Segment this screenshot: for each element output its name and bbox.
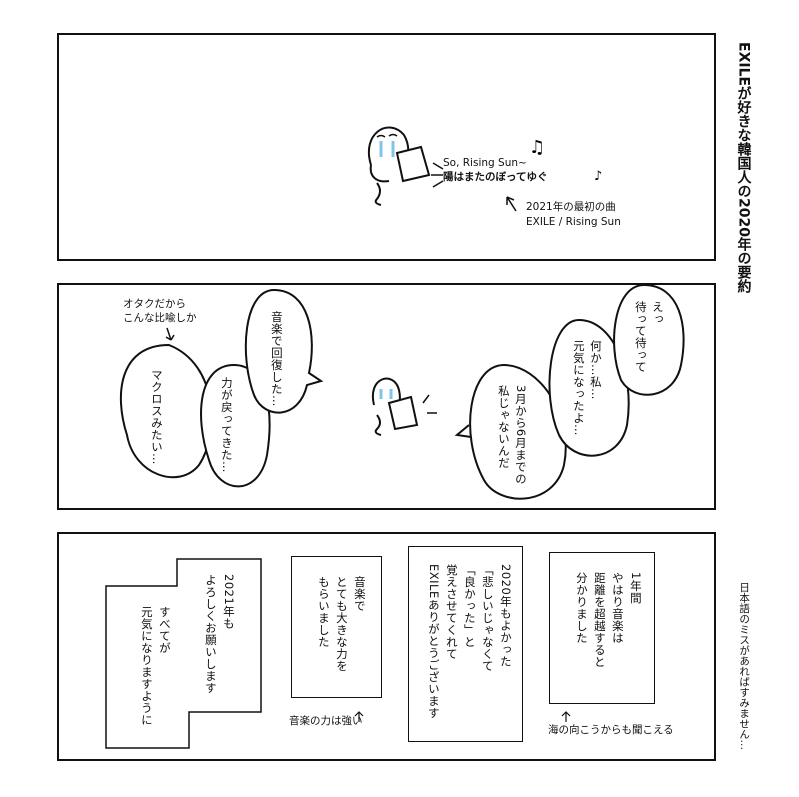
bubble-months-1: 3月から6月までの: [513, 385, 528, 485]
note-line-1: オタクだから: [123, 298, 186, 310]
bubble-power: 力が戻ってきた…: [219, 377, 234, 473]
svg-text:♫: ♫: [529, 137, 545, 158]
box3: [408, 546, 523, 742]
box3-line-2: 「悲しいじゃなくて: [480, 564, 495, 672]
bubble-genki-1: 何か…私…: [588, 340, 603, 400]
caption-line-1: 2021年の最初の曲: [526, 201, 616, 213]
lyric-line-1: So, Rising Sun~: [443, 157, 527, 169]
box2: [291, 556, 382, 698]
footnote: 日本語のミスがあればすみません…: [738, 582, 751, 750]
box1-line-2: よろしくお願いします: [203, 574, 218, 694]
page-title: EXILEが好きな韓国人の2020年の要約: [735, 42, 752, 294]
box1-lower-1: すべてが: [157, 606, 172, 654]
box1-lower-2: 元気になりますように: [139, 606, 154, 726]
box3-line-3: 「良かった」と: [462, 564, 477, 648]
box2-line-3: もらいました: [316, 576, 331, 648]
bubble-wait-2: 待って待って: [633, 301, 648, 373]
box1-line-1: 2021年も: [221, 574, 236, 630]
caption-line-2: EXILE / Rising Sun: [526, 216, 621, 228]
note-line-2: こんな比喩しか: [123, 312, 197, 324]
panel-3: よろしくお願いします 2021年も 元気になりますように すべてが もらいました…: [57, 532, 716, 761]
box4-line-4: 分かりました: [574, 572, 589, 644]
panel-1: ♫ ♪ So, Rising Sun~ 陽はまたのぼってゆぐ 2021年の最初の…: [57, 33, 716, 261]
box4-caption: 海の向こうからも聞こえる: [548, 724, 674, 736]
bubble-recover: 音楽で回復した…: [269, 311, 284, 407]
box4: [549, 552, 655, 704]
box3-line-4: 覚えさせてくれて: [444, 564, 459, 660]
bubble-months-2: 私じゃないんだ: [496, 385, 511, 469]
box2-caption: 音楽の力は強い: [289, 715, 363, 727]
box4-line-1: 1年間: [628, 572, 643, 604]
bubble-macross: マクロスみたい…: [149, 369, 164, 465]
box4-line-3: 距離を超越すると: [592, 572, 607, 668]
box4-line-2: やはり音楽は: [610, 572, 625, 644]
bubble-genki-2: 元気になったよ…: [571, 340, 586, 436]
box2-line-2: とても大きな力を: [334, 576, 349, 672]
box3-line-1: 2020年もよかった: [498, 564, 513, 668]
svg-text:♪: ♪: [594, 169, 602, 184]
panel-2: オタクだから こんな比喩しか マクロスみたい… 力が戻ってきた… 音楽で回復した…: [57, 283, 716, 510]
lyric-line-2: 陽はまたのぼってゆぐ: [443, 171, 548, 183]
bubble-wait-1: えっ: [650, 301, 665, 325]
box3-line-5: EXILEありがとうございます: [426, 564, 441, 719]
box2-line-1: 音楽で: [352, 576, 367, 612]
